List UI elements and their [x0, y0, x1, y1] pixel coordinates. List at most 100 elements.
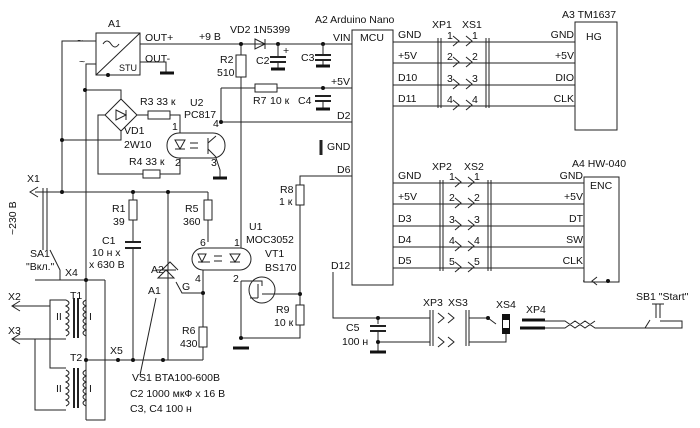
r5-ref: R5 [185, 203, 199, 215]
pin-vin: VIN [333, 32, 351, 44]
sa1-label: "Вкл." [26, 261, 54, 273]
u1-ref: U1 [249, 221, 263, 233]
mcu-label: MCU [360, 32, 384, 44]
contact-symbol [454, 261, 475, 273]
labels: +9 В VD2 1N5399 R2 510 C2 + C3 R7 10 к C… [7, 9, 618, 421]
plug-pin-number: 2 [447, 51, 453, 63]
pin-gnd: GND [327, 141, 351, 153]
u1-part: MOC3052 [246, 234, 294, 246]
xp1-label: XP1 [432, 19, 452, 31]
r7-ref: R7 [253, 95, 267, 107]
xs3-label: XS3 [448, 297, 468, 309]
triac-vs1 [156, 261, 179, 279]
a4-type: ENC [590, 180, 613, 192]
c2-polarity: + [283, 45, 289, 57]
socket-pin-number: 4 [474, 235, 480, 247]
contact-symbol [454, 219, 475, 231]
a1-out-plus: OUT+ [145, 32, 173, 44]
x2-label: X2 [8, 291, 21, 303]
triac-g: G [182, 281, 190, 293]
plug-pin-number: 3 [449, 214, 455, 226]
start-button-circuit: C5 100 н XP3 XS3 XS4 XP4 SB1 "Start" [342, 291, 689, 348]
plug-pin-number: 1 [447, 30, 453, 42]
xp2-label: XP2 [432, 161, 452, 173]
u1-pin1: 1 [234, 237, 240, 249]
plug-pin-number: 4 [449, 235, 455, 247]
resistor-r5 [203, 199, 213, 221]
c5-ref: C5 [346, 322, 360, 334]
socket-pin-number: 2 [472, 51, 478, 63]
vt1-ref: VT1 [265, 248, 284, 260]
module-pin-label: DT [569, 213, 584, 225]
c1-line1: 10 н х [92, 247, 121, 259]
xs2-label: XS2 [464, 161, 484, 173]
contact-symbol [452, 78, 473, 90]
mcu-pin-label: +5V [398, 50, 417, 62]
xp4-label: XP4 [526, 304, 546, 316]
contact-symbol [452, 35, 473, 47]
mcu-pin-label: D11 [398, 93, 417, 105]
mcu-pin-label: D10 [398, 72, 417, 84]
c2-ref: C2 [256, 55, 270, 67]
power-module-a1: A1 OUT+ OUT- ~ ~ STU [77, 18, 173, 77]
mcu-pin-label: D4 [398, 234, 412, 246]
r6-value: 430 [180, 338, 198, 350]
resistor-r3 [147, 110, 171, 120]
rail-9v: +9 В [199, 31, 221, 43]
u2-pin1: 1 [172, 121, 178, 133]
a1-ac2: ~ [79, 56, 85, 68]
diode-vd2 [254, 38, 267, 50]
resistor-r4 [142, 169, 161, 179]
socket-pin-number: 1 [472, 30, 478, 42]
c1-ref: C1 [102, 235, 116, 247]
module-pin-label: GND [560, 170, 584, 182]
r2-ref: R2 [220, 54, 234, 66]
module-pin-label: DIO [555, 72, 574, 84]
c5-value: 100 н [342, 336, 368, 348]
labels-2: XP2 XS2 A4 HW-040 ENC [432, 158, 626, 286]
socket-pin-number: 5 [474, 256, 480, 268]
junction-dots [60, 42, 380, 362]
r4-label: R4 33 к [129, 156, 165, 168]
pin-d2: D2 [337, 110, 351, 122]
r9-ref: R9 [276, 304, 290, 316]
resistor-r1 [128, 199, 138, 221]
r3-label: R3 33 к [140, 96, 176, 108]
t1-primary: I [89, 311, 92, 323]
contact-symbol [454, 240, 475, 252]
r2-value: 510 [217, 67, 235, 79]
c3-ref: C3 [301, 52, 315, 64]
mcu-pin-label: GND [398, 170, 422, 182]
mcu-pin-label: D5 [398, 255, 412, 267]
u1-pin2: 2 [233, 273, 239, 285]
wires [35, 40, 620, 420]
triac-a1: A1 [148, 285, 161, 297]
sb1-label: SB1 "Start" [636, 291, 689, 303]
x5-label: X5 [110, 345, 123, 357]
note-c3-c4: C3, C4 100 н [130, 403, 192, 415]
vd1-ref: VD1 [124, 125, 145, 137]
encoder-module-a4 [583, 176, 620, 283]
t2-label: T2 [70, 352, 82, 364]
pin-d6: D6 [337, 164, 351, 176]
u2-part: PC817 [184, 109, 216, 121]
capacitor-c4 [315, 95, 331, 111]
u1-pin6: 6 [200, 237, 206, 249]
module-pin-label: CLK [554, 93, 574, 105]
u2-ref: U2 [190, 97, 204, 109]
r6-ref: R6 [182, 325, 196, 337]
u2-pin2: 2 [175, 157, 181, 169]
a3-type: HG [586, 31, 602, 43]
xp3-label: XP3 [423, 297, 443, 309]
t2-primary: I [89, 383, 92, 395]
module-pin-label: CLK [563, 255, 583, 267]
mains-label: ~230 В [7, 201, 19, 235]
t1-label: T1 [70, 290, 82, 302]
xs4-label: XS4 [496, 299, 516, 311]
contact-symbol [454, 176, 475, 188]
socket-pin-number: 2 [474, 192, 480, 204]
c1-line2: х 630 В [89, 259, 125, 271]
